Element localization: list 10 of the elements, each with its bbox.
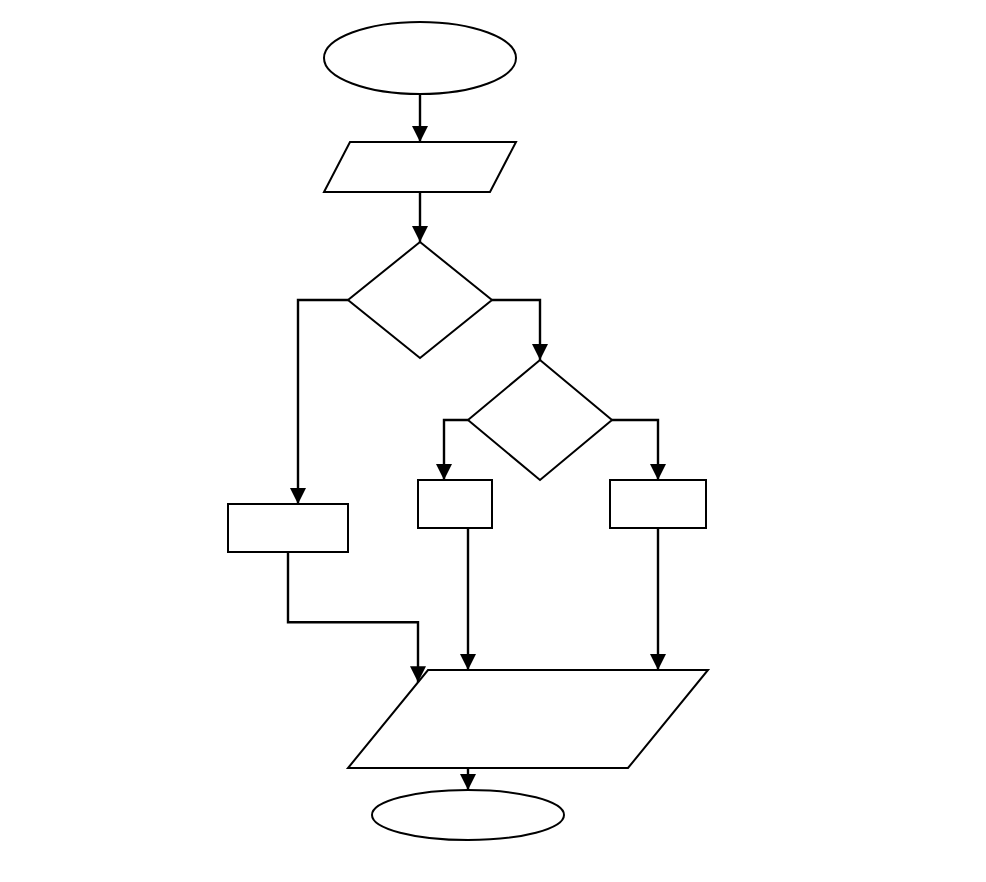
arrow: [460, 768, 476, 790]
arrow: [286, 552, 426, 683]
arrow: [612, 418, 666, 480]
arrow: [412, 192, 428, 242]
arrow: [650, 528, 666, 670]
arrow: [436, 418, 468, 480]
arrow: [290, 298, 348, 504]
arrow: [412, 94, 428, 142]
arrow: [460, 528, 476, 670]
arrow: [492, 298, 548, 360]
